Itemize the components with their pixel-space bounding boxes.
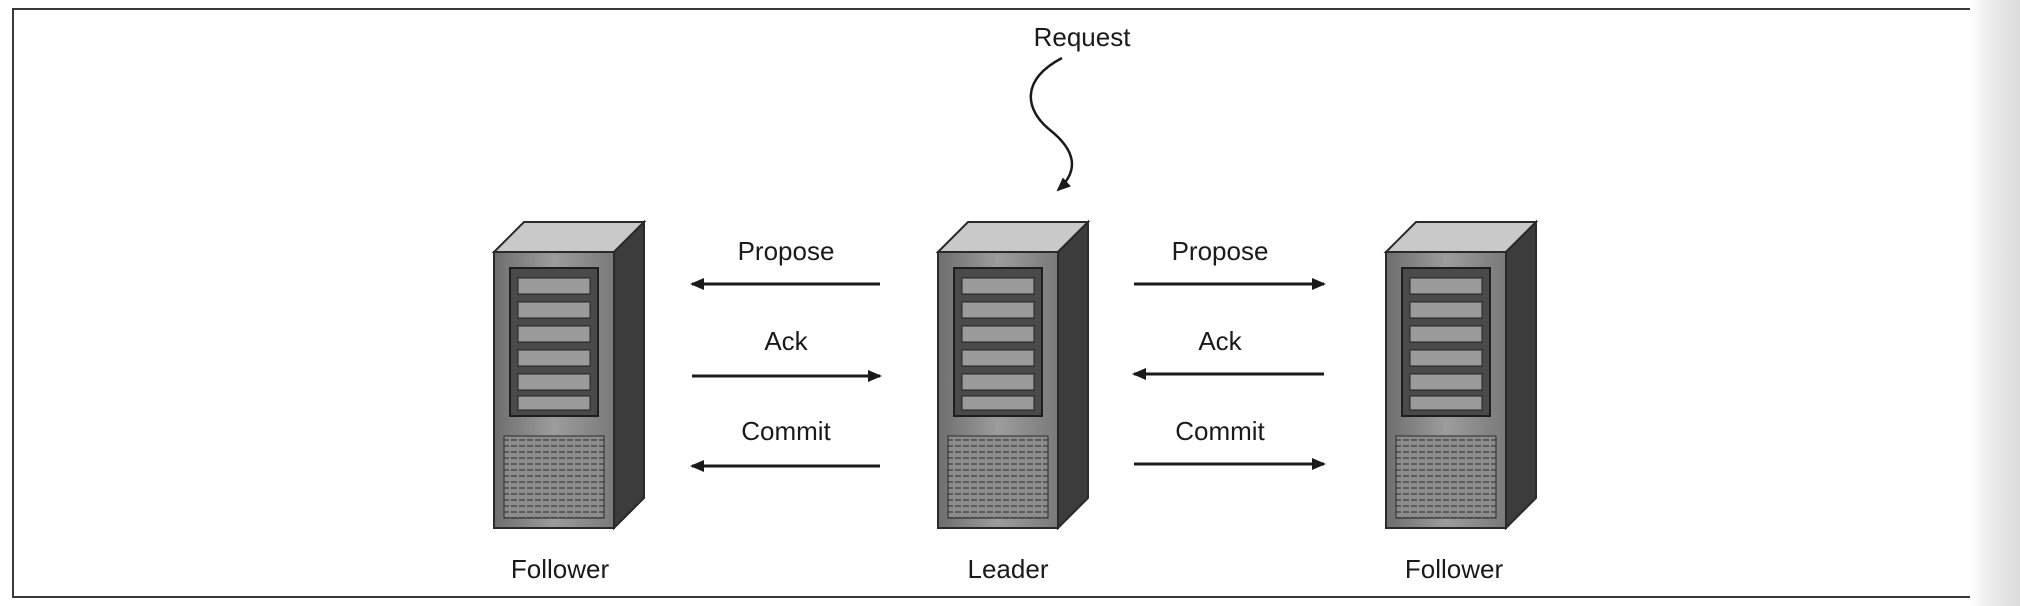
message-label-commit-left: Commit [741,416,831,446]
node-label-follower-right: Follower [1405,554,1504,584]
node-label-follower-left: Follower [511,554,610,584]
message-label-propose-right: Propose [1172,236,1269,266]
server-icon-follower-right [1383,219,1539,531]
request-arrow [1029,56,1074,192]
message-label-commit-right: Commit [1175,416,1265,446]
node-label-leader: Leader [968,554,1049,584]
server-icon-leader [935,219,1091,531]
page-edge-shadow [1970,0,2020,606]
server-icon-follower-left [491,219,647,531]
request-label: Request [1034,22,1132,52]
message-label-propose-left: Propose [738,236,835,266]
message-label-ack-right: Ack [1198,326,1242,356]
message-label-ack-left: Ack [764,326,808,356]
